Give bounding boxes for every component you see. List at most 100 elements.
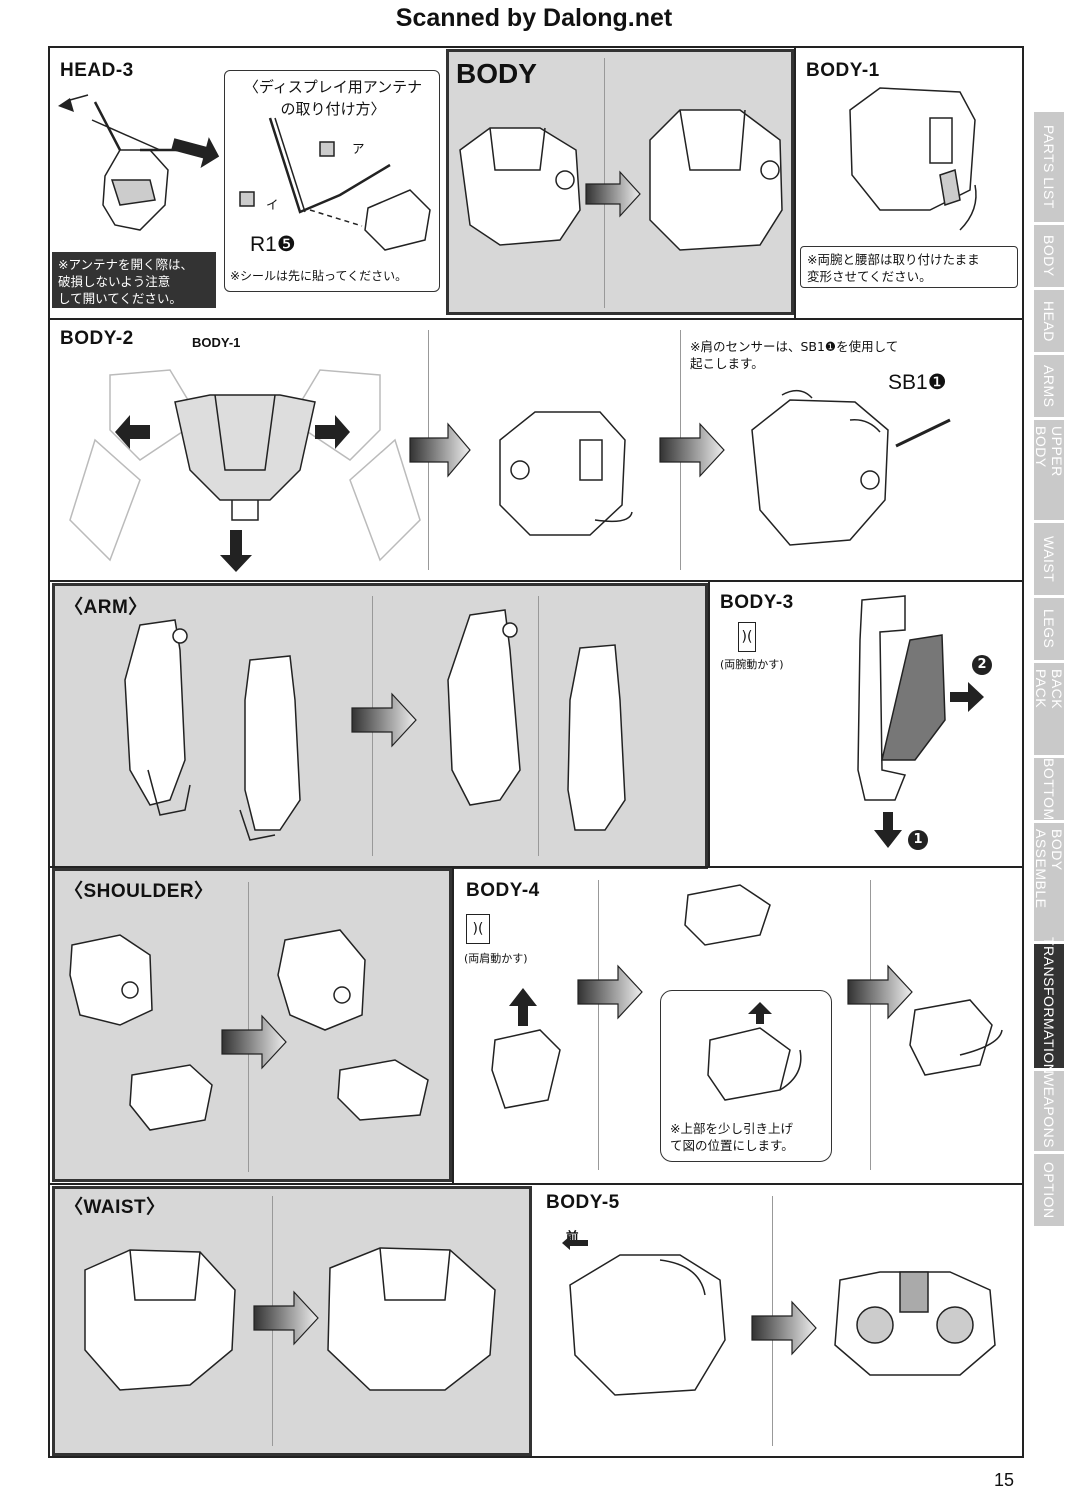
body4-caption: (両肩動かす) <box>464 952 528 965</box>
body4-note: ※上部を少し引き上げ て図の位置にします。 <box>670 1121 794 1153</box>
step-divider <box>604 58 605 308</box>
antenna-open-note: ※アンテナを開く際は、 破損しないよう注意 して開いてください。 <box>52 252 216 308</box>
head-illustration <box>69 94 210 231</box>
arm-label: 〈ARM〉 <box>64 597 148 618</box>
instruction-illustrations <box>58 87 1003 1396</box>
chapter-tab-label: BODY ASSEMBLE <box>1033 829 1065 909</box>
chapter-tab-label: WAIST <box>1041 535 1057 583</box>
col-divider <box>452 866 454 1183</box>
body5-waist-illustration-2 <box>834 1271 996 1376</box>
page-number: 15 <box>994 1470 1015 1490</box>
chapter-tab[interactable]: WAIST <box>1034 523 1064 595</box>
chapter-tab-label: BACK PACK <box>1033 669 1065 710</box>
part-a: ア <box>352 141 365 156</box>
body4-icon: )( <box>466 914 490 944</box>
torso-illustration-b <box>649 109 783 251</box>
row-divider <box>48 580 1024 582</box>
col-divider <box>794 46 796 318</box>
chapter-tab[interactable]: HEAD <box>1034 290 1064 352</box>
body1-label: BODY-1 <box>806 60 880 81</box>
shoulder-illustration-2 <box>129 1064 213 1131</box>
antenna-illustration <box>239 117 431 251</box>
body2-torso-illustration-b <box>499 411 633 536</box>
row-divider <box>48 1183 1024 1185</box>
shoulder-illustration-4 <box>337 1059 429 1121</box>
chapter-tab[interactable]: UPPER BODY <box>1033 420 1065 520</box>
chapter-tab[interactable]: OPTION <box>1034 1154 1064 1226</box>
step-divider <box>598 880 599 1170</box>
chapter-tab[interactable]: TRANSFORMATION <box>1034 937 1064 1075</box>
body2-sensor-note: ※肩のセンサーは、SB1❶を使用して 起こします。 <box>690 339 899 371</box>
chapter-tab[interactable]: WEAPONS <box>1034 1071 1064 1151</box>
chapter-tab[interactable]: BOTTOM <box>1034 758 1064 820</box>
step-number-markers <box>908 655 992 850</box>
col-divider <box>708 580 710 866</box>
chapter-tab-label: BOTTOM <box>1041 757 1057 821</box>
chapter-tab[interactable]: BACK PACK <box>1033 663 1065 755</box>
shoulder-illustration-3 <box>277 929 366 1031</box>
body-label: BODY <box>456 58 537 89</box>
chapter-tab[interactable]: BODY ASSEMBLE <box>1033 823 1065 941</box>
arm-illustration-3 <box>447 609 521 806</box>
chapter-tab-label: TRANSFORMATION <box>1041 937 1057 1075</box>
sticker-note: ※シールは先に貼ってください。 <box>230 269 408 283</box>
step-divider <box>248 882 249 1172</box>
body3-step2-number: 2 <box>977 657 987 672</box>
body3-icon: )( <box>738 622 756 652</box>
row-divider <box>48 866 1024 868</box>
chapter-tab-label: WEAPONS <box>1041 1073 1057 1149</box>
chapter-tab[interactable]: ARMS <box>1034 355 1064 417</box>
chapter-tab[interactable]: BODY <box>1034 225 1064 287</box>
instruction-frame <box>48 46 1024 1458</box>
body4-shoulder-illustration-4 <box>909 999 1003 1076</box>
body3-arm-illustration <box>857 595 946 801</box>
step-divider <box>538 596 539 856</box>
chapter-tab-label: OPTION <box>1041 1161 1057 1219</box>
arm-illustration-1 <box>124 619 191 816</box>
body5-waist-illustration-1 <box>569 1254 726 1396</box>
body2-chest-illustration <box>174 394 316 521</box>
waist-illustration-1 <box>84 1249 236 1391</box>
body1-note: ※両腕と腰部は取り付けたまま 変形させてください。 <box>800 246 1018 288</box>
body4-shoulder-illustration-3 <box>707 1027 802 1101</box>
chapter-tab-label: ARMS <box>1041 364 1057 408</box>
part-i: イ <box>266 197 279 212</box>
arm-illustration-2 <box>239 655 301 841</box>
body3-label: BODY-3 <box>720 592 794 613</box>
chapter-tab-label: LEGS <box>1041 609 1057 649</box>
shoulder-illustration-1 <box>69 934 153 1026</box>
chapter-tab-label: HEAD <box>1041 300 1057 342</box>
antenna-title: 〈ディスプレイ用アンテナ の取り付け方〉 <box>243 78 423 118</box>
body5-label: BODY-5 <box>546 1192 620 1213</box>
body2-upper-body-illustration <box>69 369 421 562</box>
head3-label: HEAD-3 <box>60 60 134 81</box>
motion-arrows <box>58 98 984 1250</box>
body2-label: BODY-2 <box>60 328 134 349</box>
sb1-tool-label: SB1❶ <box>888 371 947 394</box>
torso-illustration-a <box>459 127 581 246</box>
body2-torso-illustration-c <box>751 389 951 546</box>
waist-illustration-2 <box>327 1247 496 1391</box>
body3-caption: (両腕動かす) <box>720 658 784 671</box>
chapter-tab-label: BODY <box>1041 235 1057 277</box>
step-divider <box>870 880 871 1170</box>
chapter-tab-label: UPPER BODY <box>1033 426 1065 477</box>
waist-label: 〈WAIST〉 <box>64 1197 166 1218</box>
body1-torso-illustration <box>849 87 977 231</box>
body4-shoulder-illustration-2 <box>684 884 771 946</box>
body2-sublabel: BODY-1 <box>192 335 241 350</box>
arm-illustration-4 <box>567 644 626 831</box>
sticker-label: R1❺ <box>250 233 296 256</box>
row-divider <box>48 318 1024 320</box>
step-arrows <box>221 170 913 1356</box>
chapter-tab[interactable]: LEGS <box>1034 598 1064 660</box>
body3-step1-number: 1 <box>913 832 923 847</box>
body4-shoulder-illustration-1 <box>491 1029 561 1109</box>
chapter-tab-label: PARTS LIST <box>1041 125 1057 209</box>
antenna-title-box <box>224 70 440 292</box>
scan-credit: Scanned by Dalong.net <box>395 4 673 32</box>
body4-label: BODY-4 <box>466 880 540 901</box>
chapter-tabs: PARTS LIST BODY HEAD ARMS UPPER BODY WAIST LEG… <box>1033 112 1065 1229</box>
chapter-tab[interactable]: PARTS LIST <box>1034 112 1064 222</box>
shoulder-label: 〈SHOULDER〉 <box>64 881 214 902</box>
